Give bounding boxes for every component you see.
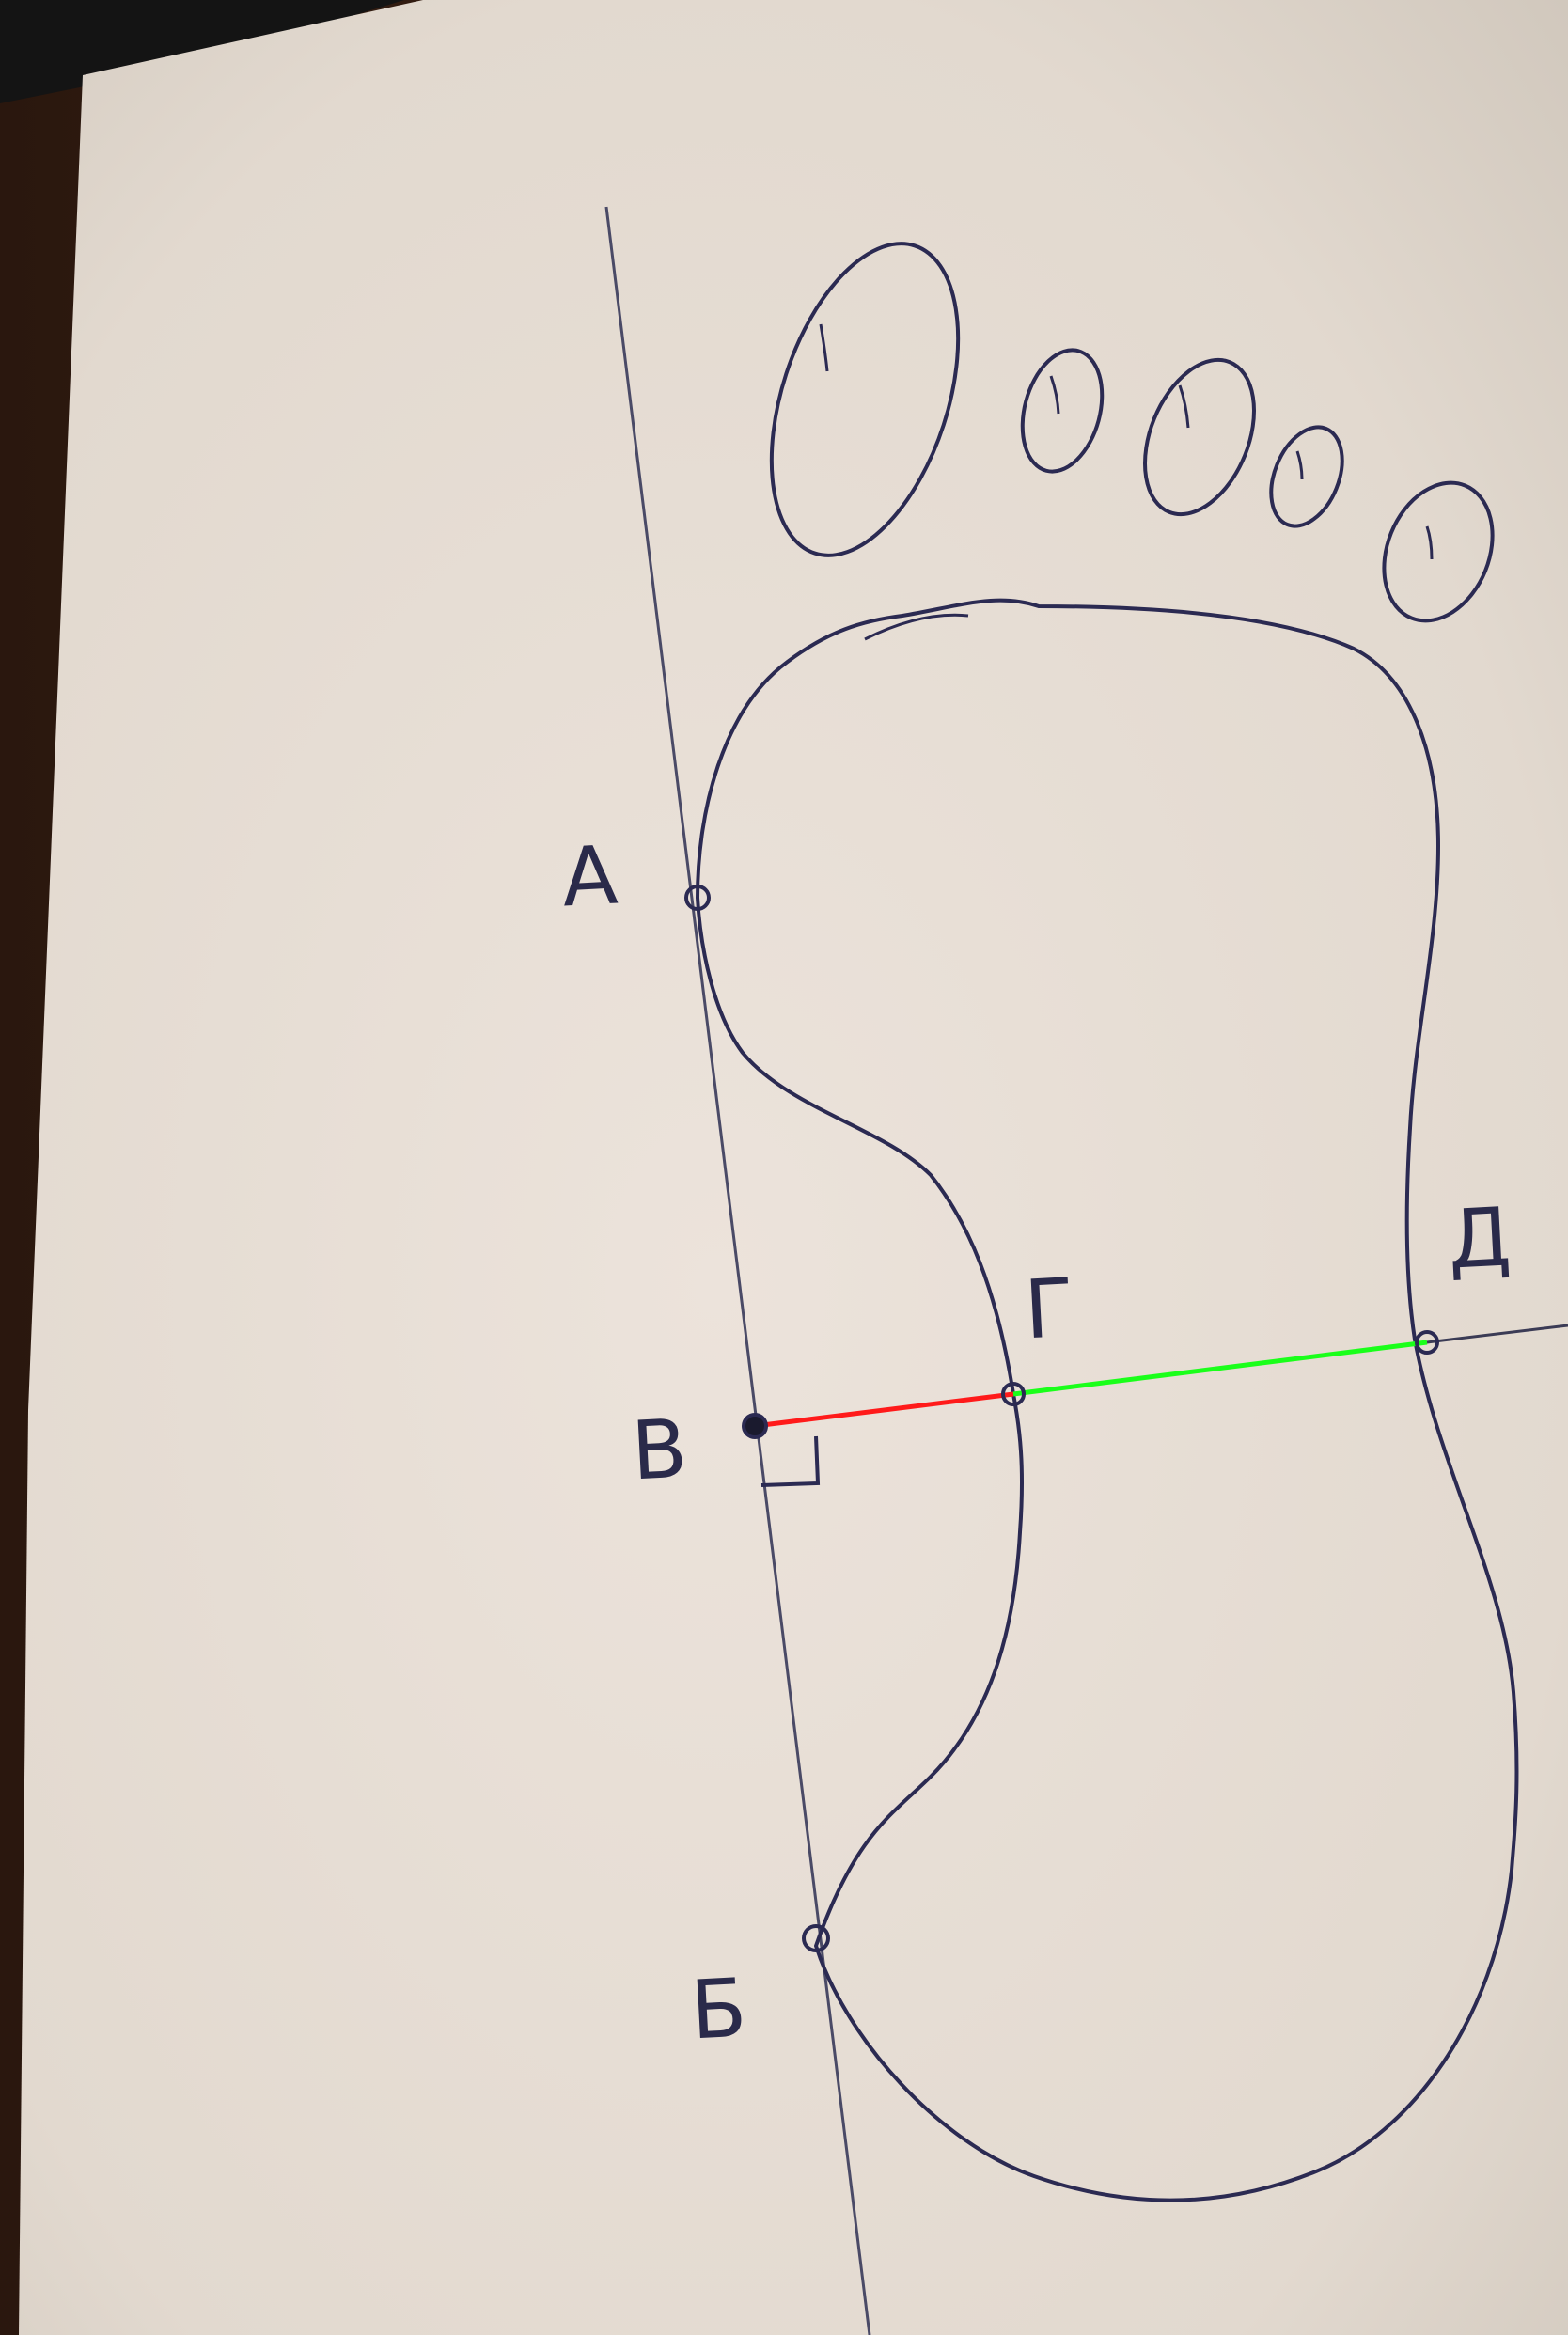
tangent-line bbox=[604, 206, 871, 2335]
label-b: Б bbox=[688, 1961, 749, 2059]
sketch-mark bbox=[864, 613, 969, 641]
points bbox=[684, 885, 1439, 1952]
segment-extension bbox=[1426, 1324, 1568, 1344]
big-toe bbox=[769, 242, 961, 557]
toe-4 bbox=[1269, 425, 1344, 528]
label-g: Г bbox=[1022, 1261, 1077, 1358]
segment-v-g bbox=[754, 1391, 1014, 1429]
point-g bbox=[1001, 1382, 1026, 1406]
label-v: В bbox=[629, 1402, 690, 1499]
toe-2 bbox=[1020, 348, 1105, 474]
toes bbox=[769, 242, 1495, 623]
segment-g-d bbox=[1012, 1340, 1428, 1397]
label-a: А bbox=[559, 828, 620, 926]
label-d: Д bbox=[1445, 1190, 1513, 1288]
point-b bbox=[802, 1924, 830, 1952]
point-v bbox=[742, 1413, 768, 1439]
foot-outline bbox=[696, 598, 1519, 2202]
point-d bbox=[1415, 1330, 1439, 1355]
toe-5 bbox=[1382, 480, 1495, 623]
point-a bbox=[684, 885, 711, 911]
paper-sheet bbox=[19, 0, 1568, 2335]
toe-3 bbox=[1143, 357, 1256, 517]
right-angle-marker bbox=[760, 1435, 821, 1487]
